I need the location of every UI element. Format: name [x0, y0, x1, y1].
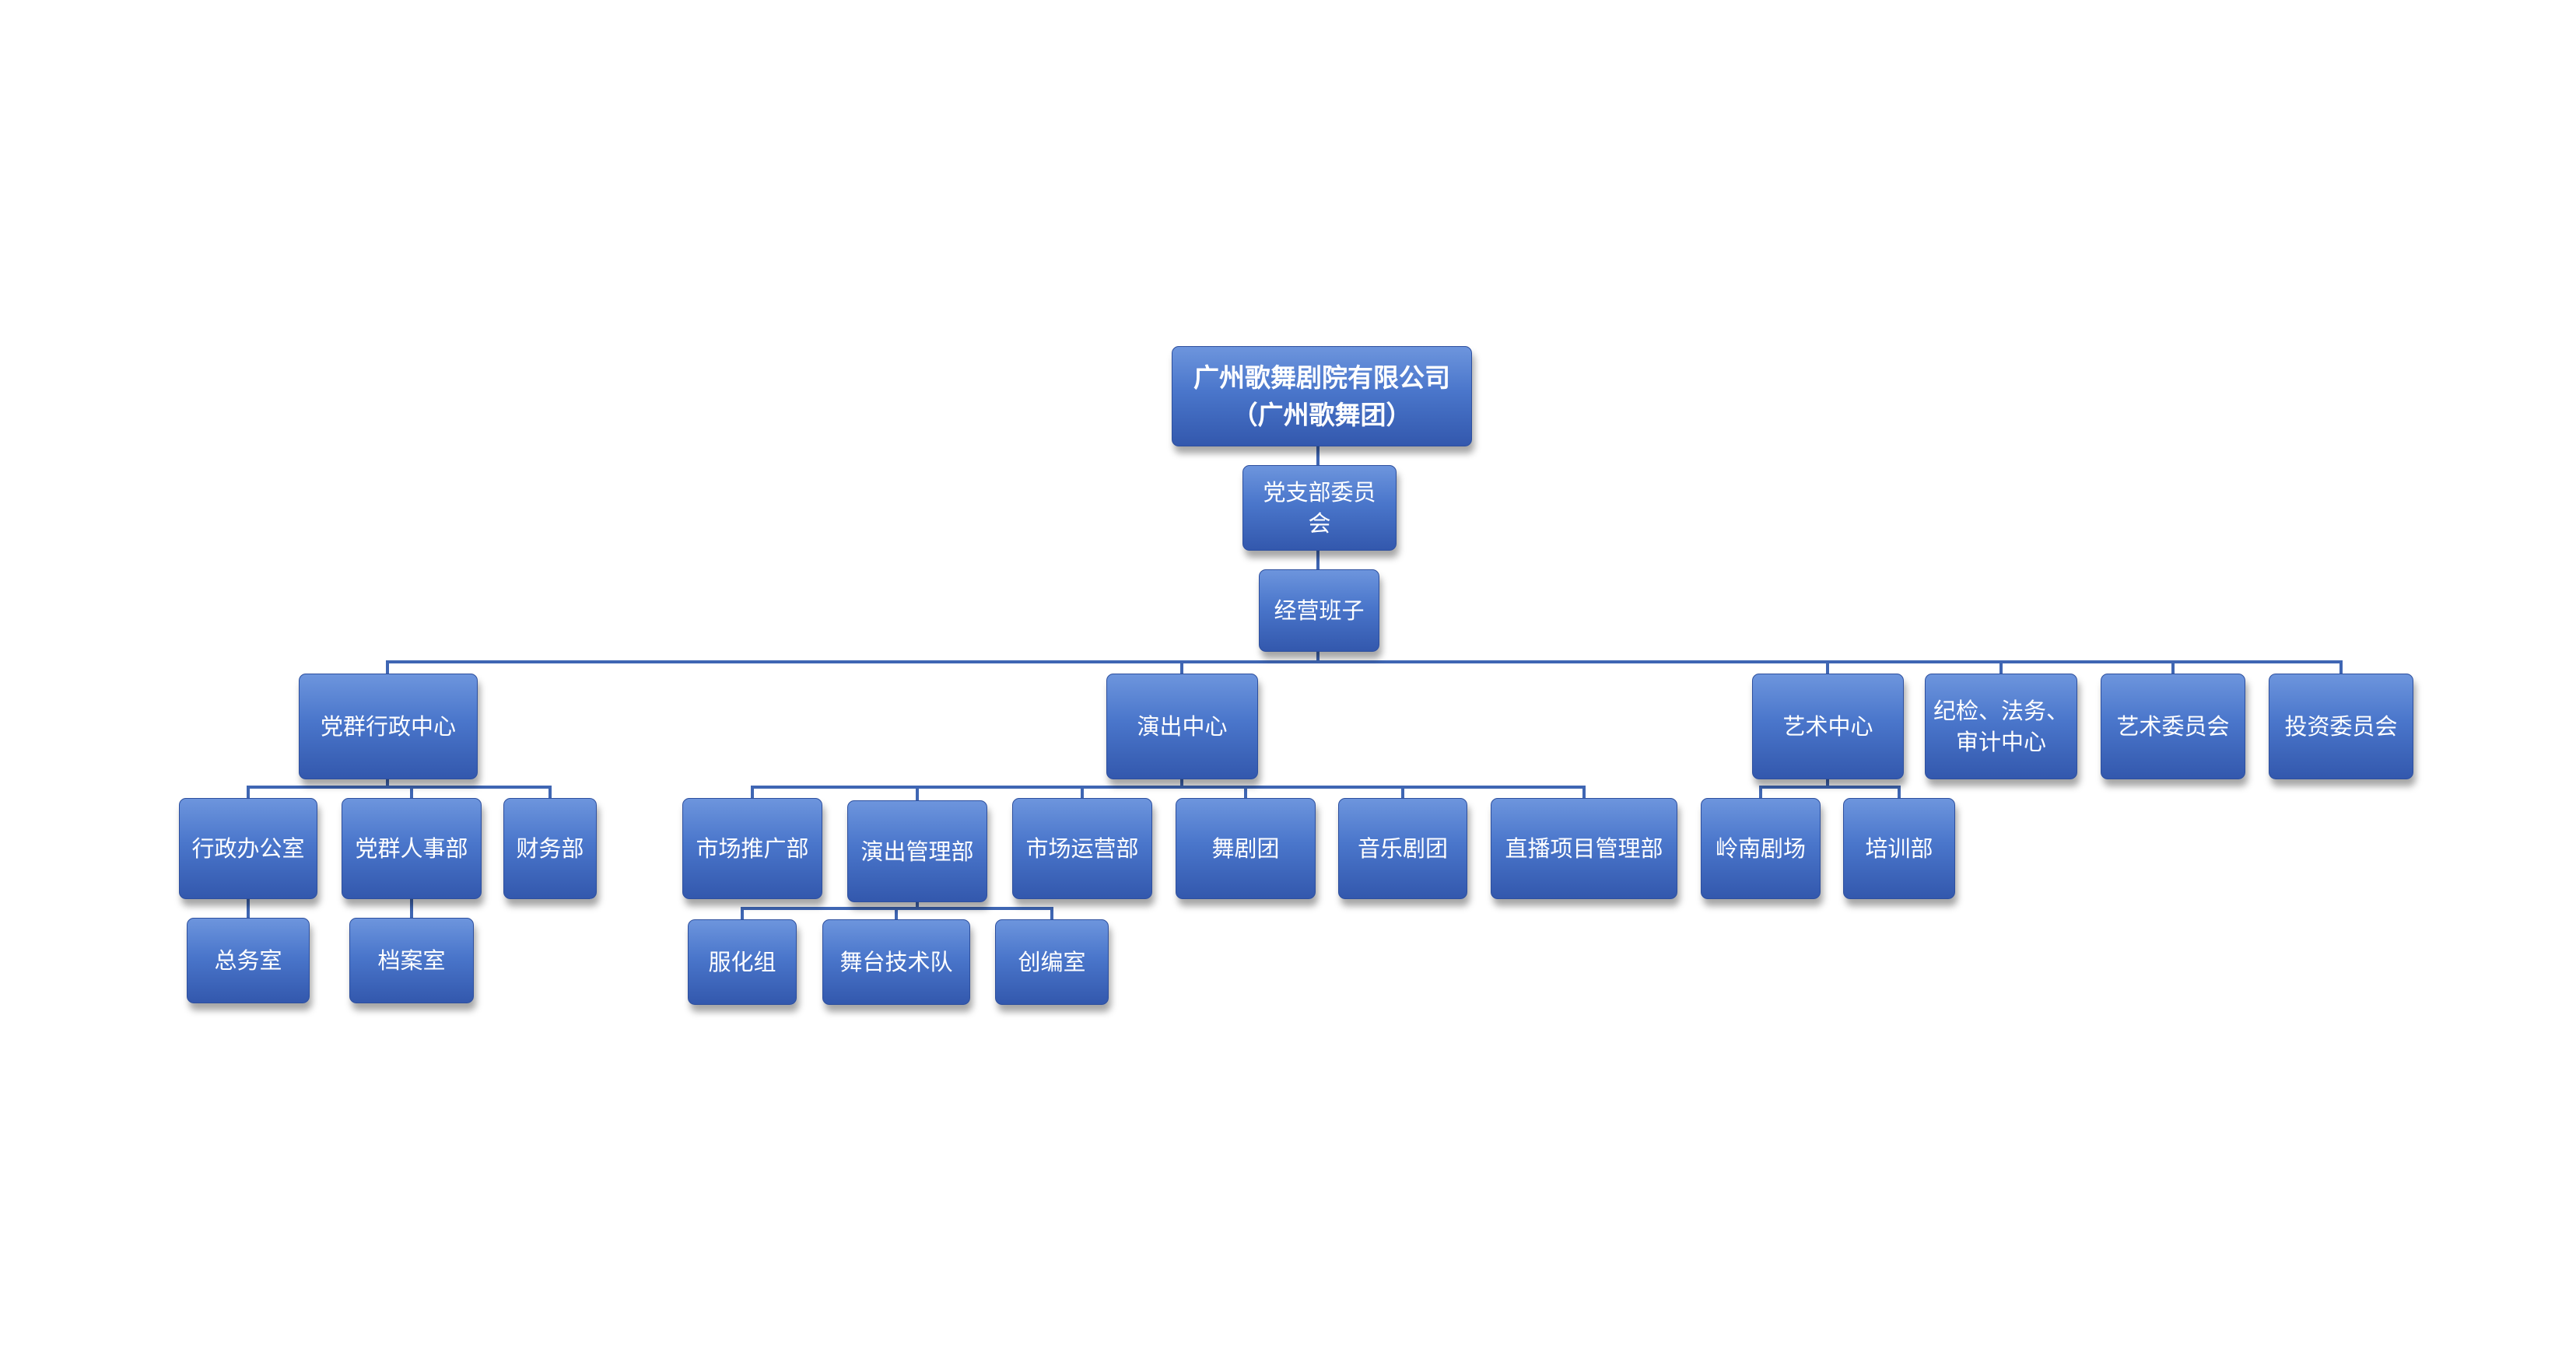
node-livestream-department[interactable]: 直播项目管理部: [1491, 798, 1677, 899]
node-label: 岭南剧场: [1715, 835, 1806, 862]
node-label: 艺术中心: [1782, 713, 1873, 740]
node-label: 纪检、法务、 审计中心: [1933, 698, 2069, 755]
node-label: 市场推广部: [696, 835, 809, 862]
node-label: 服化组: [708, 949, 776, 975]
node-performance-management-department[interactable]: 演出管理部: [847, 800, 987, 902]
node-stage-tech-team[interactable]: 舞台技术队: [822, 919, 970, 1005]
node-dance-troupe[interactable]: 舞剧团: [1176, 798, 1316, 899]
node-admin-office[interactable]: 行政办公室: [179, 798, 317, 899]
node-label: 广州歌舞剧院有限公司 （广州歌舞团）: [1193, 362, 1450, 430]
node-label: 演出中心: [1137, 713, 1228, 740]
node-finance-department[interactable]: 财务部: [503, 798, 597, 899]
node-party-committee[interactable]: 党支部委员 会: [1242, 465, 1397, 551]
node-label: 财务部: [516, 835, 584, 862]
node-investment-committee[interactable]: 投资委员会: [2269, 674, 2413, 779]
node-label: 培训部: [1865, 835, 1933, 862]
node-general-affairs-office[interactable]: 总务室: [187, 918, 310, 1003]
node-archives-office[interactable]: 档案室: [349, 918, 474, 1003]
node-label: 演出管理部: [860, 838, 974, 865]
node-label: 经营班子: [1274, 597, 1365, 624]
node-management-team[interactable]: 经营班子: [1259, 569, 1379, 652]
node-marketing-department[interactable]: 市场推广部: [682, 798, 822, 899]
node-label: 市场运营部: [1025, 835, 1139, 862]
node-music-troupe[interactable]: 音乐剧团: [1338, 798, 1467, 899]
node-label: 档案室: [377, 947, 446, 974]
node-training-department[interactable]: 培训部: [1843, 798, 1955, 899]
node-party-admin-center[interactable]: 党群行政中心: [299, 674, 478, 779]
node-label: 音乐剧团: [1357, 835, 1448, 862]
node-label: 创编室: [1018, 949, 1086, 975]
node-art-committee[interactable]: 艺术委员会: [2101, 674, 2245, 779]
node-lingnan-theatre[interactable]: 岭南剧场: [1701, 798, 1821, 899]
node-label: 舞台技术队: [839, 949, 953, 975]
node-label: 直播项目管理部: [1505, 835, 1663, 862]
node-label: 党群人事部: [355, 835, 468, 862]
node-creative-office[interactable]: 创编室: [995, 919, 1109, 1005]
node-hr-department[interactable]: 党群人事部: [342, 798, 482, 899]
node-root-company[interactable]: 广州歌舞剧院有限公司 （广州歌舞团）: [1172, 346, 1472, 446]
node-performance-center[interactable]: 演出中心: [1106, 674, 1258, 779]
node-discipline-center[interactable]: 纪检、法务、 审计中心: [1925, 674, 2077, 779]
node-market-operations-department[interactable]: 市场运营部: [1012, 798, 1152, 899]
node-label: 舞剧团: [1211, 835, 1280, 862]
node-label: 党支部委员 会: [1263, 479, 1376, 537]
node-label: 投资委员会: [2284, 713, 2398, 740]
node-label: 艺术委员会: [2116, 713, 2230, 740]
node-label: 行政办公室: [191, 835, 305, 862]
node-label: 党群行政中心: [320, 713, 456, 740]
node-arts-center[interactable]: 艺术中心: [1752, 674, 1904, 779]
node-costume-group[interactable]: 服化组: [688, 919, 797, 1005]
node-label: 总务室: [214, 947, 282, 974]
